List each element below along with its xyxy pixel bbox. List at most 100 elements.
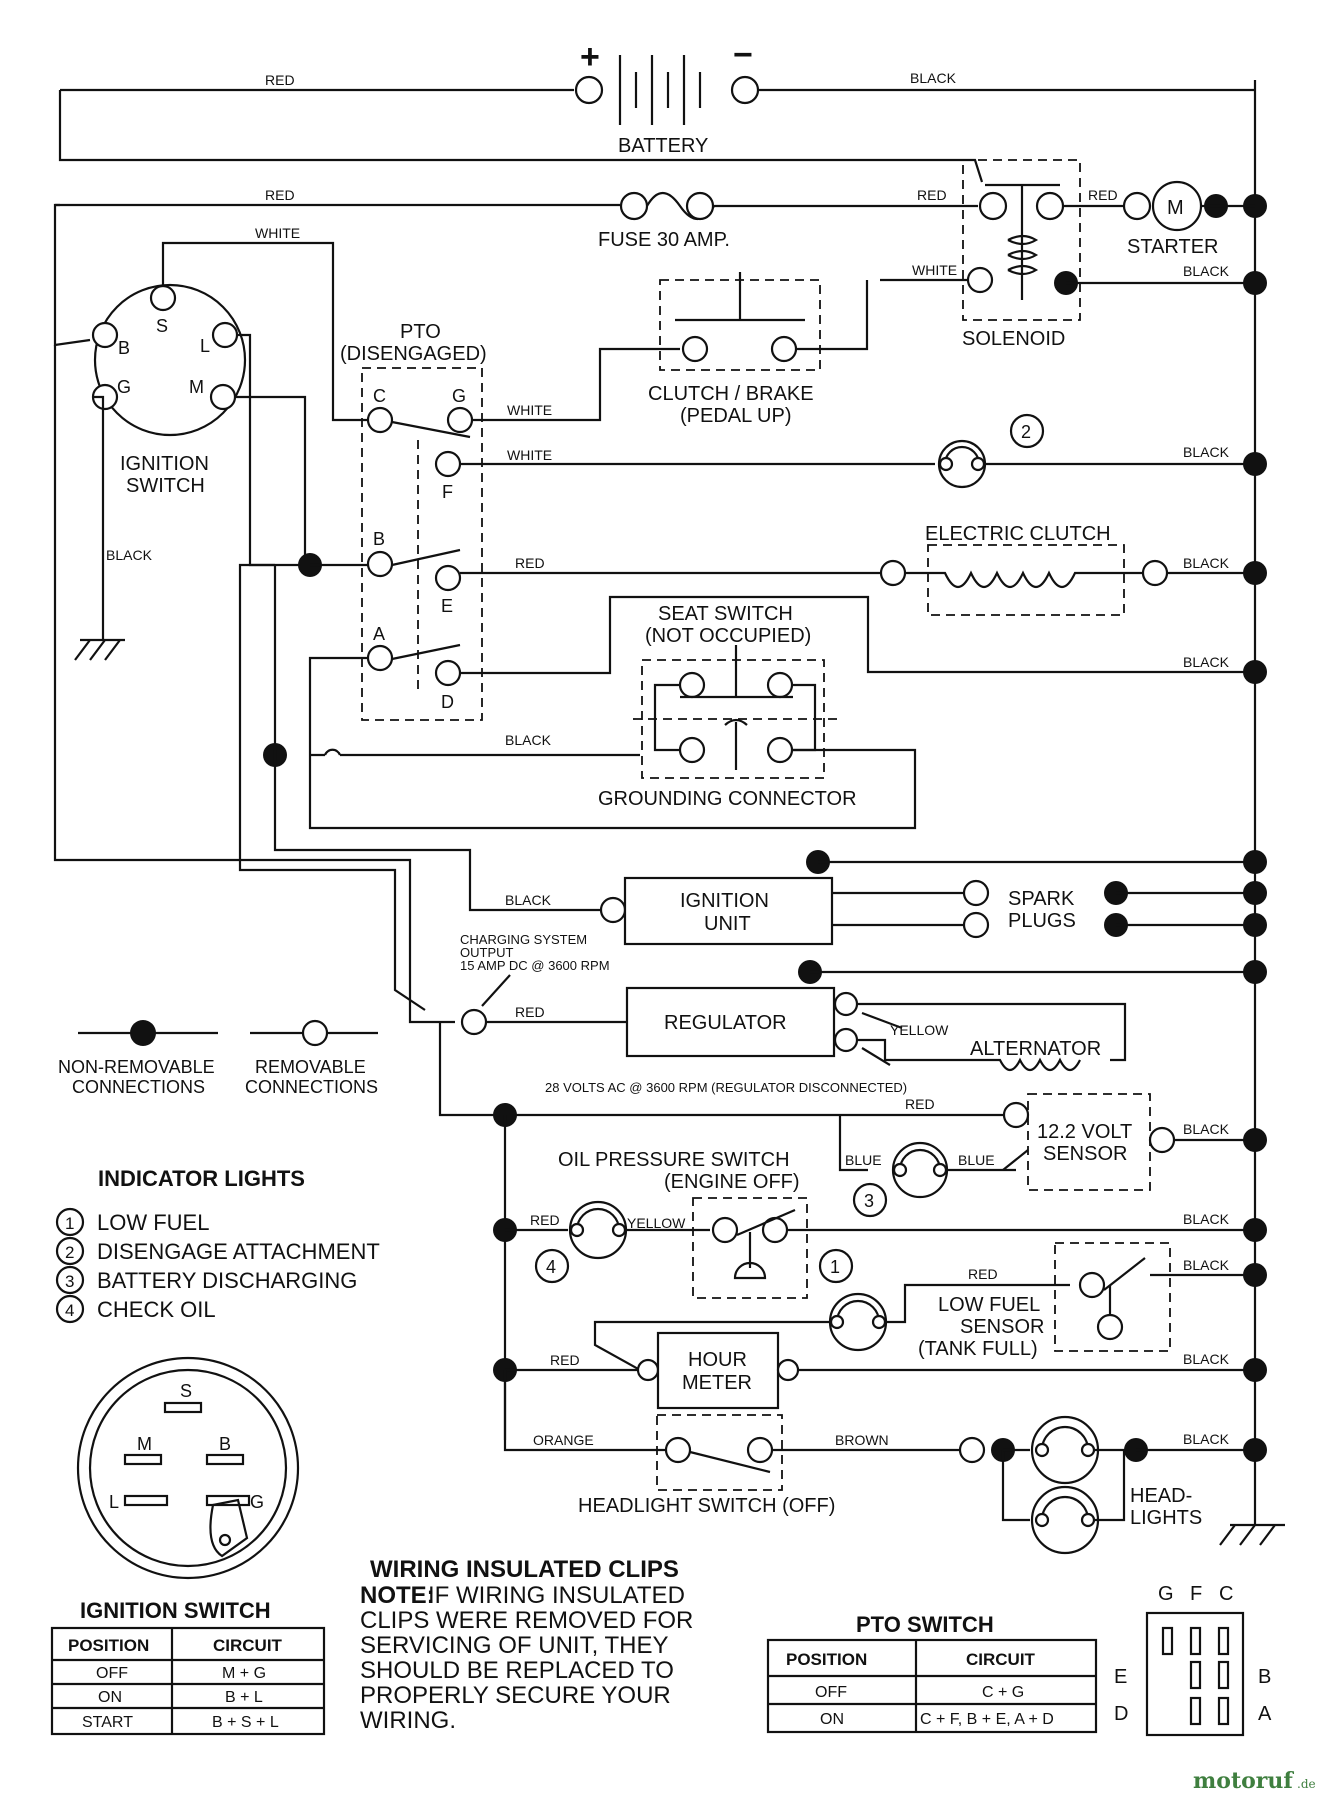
- seat-switch-label-1: SEAT SWITCH: [658, 603, 793, 625]
- ground-bus: [1219, 80, 1285, 1546]
- wire-label-black-battery: BLACK: [910, 70, 957, 86]
- spark-plugs-label-1: SPARK: [1008, 888, 1075, 910]
- pto-face-f: F: [1190, 1583, 1202, 1605]
- solenoid: SOLENOID WHITE BLACK: [880, 159, 1255, 350]
- indicator-text-3: BATTERY DISCHARGING: [97, 1268, 357, 1293]
- wire-label-black-seat: BLACK: [505, 732, 552, 748]
- pto-table-header-position: POSITION: [786, 1650, 867, 1669]
- ignition-unit-label-2: UNIT: [704, 913, 751, 935]
- ign-table-header-position: POSITION: [68, 1636, 149, 1655]
- ign-table-start-circuit: B + S + L: [212, 1714, 279, 1731]
- headlight-switch: ORANGE BROWN HEADLIGHT SWITCH (OFF): [503, 1370, 986, 1517]
- clips-note-line2: CLIPS WERE REMOVED FOR: [360, 1607, 693, 1634]
- clips-note-line3: SERVICING OF UNIT, THEY: [360, 1632, 669, 1659]
- pto-label-2: (DISENGAGED): [340, 343, 487, 365]
- fuse-label: FUSE 30 AMP.: [598, 229, 730, 251]
- alternator-note: 28 VOLTS AC @ 3600 RPM (REGULATOR DISCON…: [545, 1080, 907, 1095]
- clips-note-line1: IF WIRING INSULATED: [428, 1582, 685, 1609]
- indicator-num-1: 1: [65, 1214, 74, 1233]
- lamp-number-1: 1: [830, 1257, 840, 1277]
- wire-label-black-volt: BLACK: [1183, 1121, 1230, 1137]
- ignition-unit: IGNITION UNIT BLACK SPARK PLUGS: [505, 850, 1267, 946]
- legend-nonremovable-2: CONNECTIONS: [72, 1077, 205, 1097]
- wire-label-red-starter: RED: [1088, 187, 1118, 203]
- clips-note-line4: SHOULD BE REPLACED TO: [360, 1657, 674, 1684]
- lamp-number-3: 3: [864, 1191, 874, 1211]
- hour-meter: RED HOUR METER BLACK: [493, 1331, 1267, 1410]
- low-fuel-label-1: LOW FUEL: [938, 1294, 1040, 1316]
- wire-label-white-g: WHITE: [507, 402, 552, 418]
- hour-meter-label-2: METER: [682, 1372, 752, 1394]
- indicator-lights-title: INDICATOR LIGHTS: [98, 1166, 305, 1191]
- pto-face-a: A: [1258, 1703, 1272, 1725]
- ign-table-header-circuit: CIRCUIT: [213, 1636, 283, 1655]
- indicator-text-1: LOW FUEL: [97, 1210, 209, 1235]
- volt-sensor: RED 12.2 VOLT SENSOR BLACK BLUE BLUE 3: [493, 1093, 1267, 1218]
- wire-label-red-battery: RED: [265, 72, 295, 88]
- pto-table: PTO SWITCH POSITION CIRCUIT OFF C + G ON…: [766, 1612, 1098, 1734]
- seat-switch-label-2: (NOT OCCUPIED): [645, 625, 811, 647]
- battery-label: BATTERY: [618, 135, 708, 157]
- pto-term-e: E: [441, 596, 453, 616]
- ignition-table: IGNITION SWITCH POSITION CIRCUIT OFF M +…: [50, 1598, 326, 1736]
- ignition-switch-label-2: SWITCH: [126, 475, 205, 497]
- feed-wires: [53, 345, 1025, 1117]
- ign-table-off: OFF: [96, 1665, 128, 1682]
- wire-label-white-solenoid: WHITE: [912, 262, 957, 278]
- legend-nonremovable-1: NON-REMOVABLE: [58, 1057, 215, 1077]
- clutch-brake-switch: CLUTCH / BRAKE (PEDAL UP): [648, 272, 869, 427]
- indicator-lights: INDICATOR LIGHTS 1 LOW FUEL 2 DISENGAGE …: [55, 1166, 380, 1324]
- ign-table-on-circuit: B + L: [225, 1689, 263, 1706]
- low-fuel-label-2: SENSOR: [960, 1316, 1044, 1338]
- pto-term-f: F: [442, 482, 453, 502]
- wire-label-black-hour: BLACK: [1183, 1351, 1230, 1367]
- wire-label-black-fuel: BLACK: [1183, 1257, 1230, 1273]
- oil-pressure: RED YELLOW 4 BLACK OIL PRESSURE SWITCH (…: [493, 1115, 1267, 1440]
- pto-table-on: ON: [820, 1711, 844, 1728]
- electric-clutch: ELECTRIC CLUTCH BLACK: [879, 523, 1267, 616]
- pto-face-c: C: [1219, 1583, 1233, 1605]
- lamp-disengage-attachment: 2 BLACK: [937, 413, 1267, 489]
- wire-label-brown: BROWN: [835, 1432, 889, 1448]
- watermark-text: motoruf: [1193, 1768, 1294, 1794]
- indicator-num-4: 4: [65, 1301, 74, 1320]
- battery-plus: +: [580, 38, 600, 76]
- grounding-connector-label: GROUNDING CONNECTOR: [598, 788, 857, 810]
- face-l: L: [109, 1492, 119, 1512]
- pto-switch-face: G F C E B D A: [1114, 1583, 1272, 1737]
- headlights-label-2: LIGHTS: [1130, 1507, 1202, 1529]
- spark-plugs-label-2: PLUGS: [1008, 910, 1076, 932]
- starter-label: STARTER: [1127, 236, 1219, 258]
- pto-table-header-circuit: CIRCUIT: [966, 1650, 1036, 1669]
- ignition-switch-label-1: IGNITION: [120, 453, 209, 475]
- low-fuel-sensor: RED BLACK LOW FUEL SENSOR (TANK FULL): [593, 1242, 1267, 1371]
- pto-face-g: G: [1158, 1583, 1174, 1605]
- indicator-text-2: DISENGAGE ATTACHMENT: [97, 1239, 380, 1264]
- fuse: FUSE 30 AMP. RED RED: [53, 187, 978, 347]
- battery-minus: −: [733, 36, 753, 74]
- wire-label-yellow-oil: YELLOW: [627, 1215, 686, 1231]
- wire-label-white-ign: WHITE: [255, 225, 300, 241]
- wire-label-red-volt: RED: [905, 1096, 935, 1112]
- pto-table-off: OFF: [815, 1684, 847, 1701]
- charging-note-3: 15 AMP DC @ 3600 RPM: [460, 958, 610, 973]
- ign-term-b: B: [118, 338, 130, 358]
- pto-term-a: A: [373, 624, 385, 644]
- ign-term-g: G: [117, 377, 131, 397]
- headlights: BLACK HEAD- LIGHTS: [991, 1415, 1267, 1555]
- wire-label-red-solenoid: RED: [917, 187, 947, 203]
- hour-meter-label-1: HOUR: [688, 1349, 747, 1371]
- wire-label-orange: ORANGE: [533, 1432, 594, 1448]
- starter-motor-letter: M: [1167, 197, 1184, 219]
- pto-term-g: G: [452, 386, 466, 406]
- charging-note-1: CHARGING SYSTEM: [460, 932, 587, 947]
- clips-note-line6: WIRING.: [360, 1707, 456, 1734]
- wire-label-black-oil: BLACK: [1183, 1211, 1230, 1227]
- oil-pressure-label-1: OIL PRESSURE SWITCH: [558, 1149, 790, 1171]
- wire-label-black-ign-unit: BLACK: [505, 892, 552, 908]
- charging-note-2: OUTPUT: [460, 945, 514, 960]
- pto-face-d: D: [1114, 1703, 1128, 1725]
- ign-table-on: ON: [98, 1689, 122, 1706]
- face-g: G: [250, 1492, 264, 1512]
